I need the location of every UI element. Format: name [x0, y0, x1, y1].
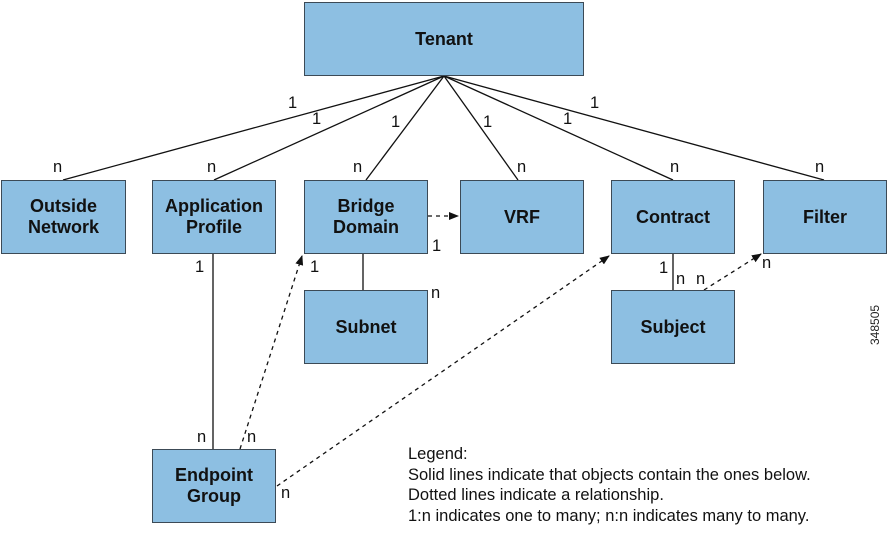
subnet-label: Subnet	[335, 316, 397, 337]
vrf-node: VRF	[460, 180, 584, 254]
link-tenant-outside-network	[62, 75, 445, 181]
subject-node: Subject	[611, 290, 735, 364]
card-bridge-vrf-one: 1	[432, 237, 442, 255]
contract-node: Contract	[611, 180, 735, 254]
card-tenant-contract-one: 1	[563, 110, 573, 128]
filter-node: Filter	[763, 180, 887, 254]
rel-endpoint-group-contract	[276, 255, 610, 487]
card-tenant-appprofile-one: 1	[312, 110, 322, 128]
tenant-label: Tenant	[415, 28, 473, 49]
card-subject-many-b: n	[696, 270, 706, 288]
card-filter-many: n	[815, 158, 825, 176]
card-tenant-filter-one: 1	[590, 94, 600, 112]
card-tenant-vrf-one: 1	[483, 113, 493, 131]
endpoint-group-node: Endpoint Group	[152, 449, 276, 523]
legend-line-solid: Solid lines indicate that objects contai…	[408, 465, 811, 484]
card-filter-subject-many: n	[762, 254, 772, 272]
endpoint-group-label: Endpoint Group	[175, 465, 253, 506]
bridge-domain-label: Bridge Domain	[332, 196, 399, 237]
outside-network-node: Outside Network	[1, 180, 126, 254]
legend-line-cardinality: 1:n indicates one to many; n:n indicates…	[408, 506, 810, 525]
card-tenant-bridge-one: 1	[391, 113, 401, 131]
card-vrf-many: n	[517, 158, 527, 176]
subnet-node: Subnet	[304, 290, 428, 364]
figure-id: 348505	[868, 304, 882, 345]
link-tenant-contract	[443, 75, 674, 181]
bridge-domain-node: Bridge Domain	[304, 180, 428, 254]
legend: Legend: Solid lines indicate that object…	[408, 444, 811, 526]
link-tenant-filter	[443, 75, 825, 181]
card-tenant-outside-one: 1	[288, 94, 298, 112]
card-subnet-many: n	[431, 284, 441, 302]
card-bridge-domain-many: n	[353, 158, 363, 176]
card-subject-many-a: n	[676, 270, 686, 288]
tenant-node: Tenant	[304, 2, 584, 76]
card-appprofile-many: n	[207, 158, 217, 176]
card-epg-bridge-many: n	[247, 428, 257, 446]
link-tenant-vrf	[443, 75, 519, 181]
card-bridge-epg-one: 1	[310, 258, 320, 276]
link-tenant-application-profile	[213, 75, 445, 181]
card-outside-network-many: n	[53, 158, 63, 176]
outside-network-label: Outside Network	[27, 196, 99, 237]
filter-label: Filter	[802, 206, 847, 227]
card-epg-appprofile-many: n	[197, 428, 207, 446]
application-profile-node: Application Profile	[152, 180, 276, 254]
card-appprofile-epg-one: 1	[195, 258, 205, 276]
legend-line-dotted: Dotted lines indicate a relationship.	[408, 486, 664, 504]
rel-endpoint-group-bridge-domain	[239, 255, 304, 450]
legend-title: Legend:	[408, 445, 468, 463]
subject-label: Subject	[640, 316, 706, 337]
rel-subject-filter	[703, 253, 762, 291]
card-contract-many: n	[670, 158, 680, 176]
link-tenant-bridge-domain	[365, 75, 445, 181]
card-contract-subject-one: 1	[659, 259, 669, 277]
application-profile-label: Application Profile	[165, 196, 263, 237]
vrf-label: VRF	[504, 206, 540, 227]
card-epg-contract-many: n	[281, 484, 291, 502]
contract-label: Contract	[635, 206, 710, 227]
